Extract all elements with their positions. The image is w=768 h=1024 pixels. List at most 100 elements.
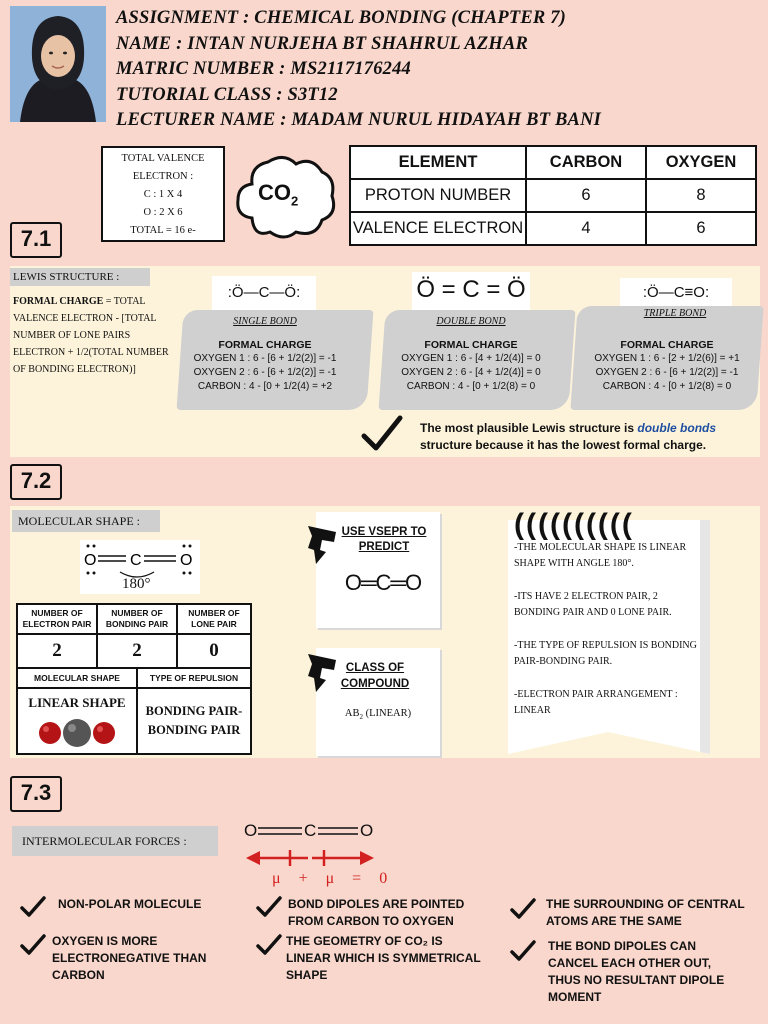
note-item: -ITS HAVE 2 ELECTRON PAIR, 2 BONDING PAI… — [514, 591, 672, 618]
svg-text:O: O — [180, 552, 192, 569]
check-icon — [510, 898, 536, 925]
single-bond-structure-box — [212, 276, 316, 310]
valence-line: ELECTRON : — [132, 171, 194, 182]
pushpin-icon — [306, 652, 340, 701]
valence-line: TOTAL VALENCE — [121, 153, 205, 164]
class-value: AB2 (LINEAR) — [330, 708, 426, 721]
cloud-label: CO — [258, 180, 291, 205]
lewis-structure-label: LEWIS STRUCTURE : — [10, 268, 150, 286]
co2-ball-model-icon — [39, 719, 115, 747]
single-bond-caption: SINGLE BOND — [233, 316, 297, 327]
check-icon — [20, 934, 46, 961]
fc-line: CARBON : 4 - [0 + 1/2(4) = +2 — [197, 381, 333, 392]
class-card — [316, 648, 440, 756]
class-value-post: (LINEAR) — [362, 708, 412, 719]
pushpin-icon — [306, 524, 340, 573]
table-row: 2 2 0 — [16, 633, 252, 669]
check-icon — [510, 940, 536, 967]
header-info: ASSIGNMENT : CHEMICAL BONDING (CHAPTER 7… — [116, 6, 756, 134]
fc-line: OXYGEN 2 : 6 - [4 + 1/2(4)] = 0 — [401, 367, 541, 378]
check-icon — [256, 896, 282, 923]
check-text: OXYGEN IS MORE ELECTRONEGATIVE THAN CARB… — [52, 934, 207, 982]
double-bond-formula: Ö = C = Ö — [416, 276, 526, 303]
molecular-shape-label: MOLECULAR SHAPE : — [12, 510, 160, 532]
table-header: CARBON — [525, 145, 647, 180]
co2-line-formula: O C O — [240, 818, 390, 848]
intermolecular-forces-label: INTERMOLECULAR FORCES : — [12, 826, 218, 856]
table-cell: LINEAR SHAPE — [16, 687, 138, 755]
check-icon — [20, 896, 46, 923]
note-item: -THE TYPE OF REPULSION IS BONDING PAIR-B… — [514, 640, 697, 667]
table-cell: 0 — [176, 633, 252, 669]
triple-bond-caption: TRIPLE BOND — [643, 308, 707, 319]
molecule-angle-diagram: O C O 180° — [80, 540, 200, 594]
table-cell: 2 — [16, 633, 98, 669]
valence-line: C : 1 X 4 — [143, 189, 183, 200]
vsepr-title: USE VSEPR TO PREDICT — [341, 526, 427, 553]
conclusion-emphasis: double bonds — [637, 421, 717, 435]
table-cell: 8 — [645, 178, 757, 213]
table-header: TYPE OF REPULSION — [136, 667, 252, 689]
header-assignment: ASSIGNMENT : CHEMICAL BONDING (CHAPTER 7… — [116, 8, 567, 28]
svg-text:C: C — [130, 552, 142, 569]
formal-charge-term: FORMAL CHARGE — [13, 296, 104, 307]
class-title: CLASS OF COMPOUND — [340, 662, 410, 690]
table-cell: 6 — [645, 211, 757, 246]
check-text: THE BOND DIPOLES CAN CANCEL EACH OTHER O… — [548, 939, 725, 1004]
single-bond-formal-charge: FORMAL CHARGE OXYGEN 1 : 6 - [6 + 1/2(2)… — [176, 338, 354, 394]
table-header: ELEMENT — [349, 145, 527, 180]
triple-bond-formula: :Ö—C≡O: — [642, 284, 710, 301]
single-bond-formula: :Ö—C—Ö: — [227, 284, 301, 301]
formal-charge-definition: FORMAL CHARGE = TOTAL VALENCE ELECTRON -… — [13, 293, 183, 378]
svg-text:O: O — [84, 552, 96, 569]
table-row: PROTON NUMBER 6 8 — [349, 178, 757, 213]
note-item: -ELECTRON PAIR ARRANGEMENT : LINEAR — [514, 689, 678, 716]
section-7-1-label: 7.1 — [10, 222, 62, 258]
cloud-icon — [236, 156, 336, 239]
table-header: OXYGEN — [645, 145, 757, 180]
vsepr-formula: O═C═O — [344, 570, 422, 595]
bond-angle: 180° — [122, 576, 151, 592]
triple-bond-structure-box — [620, 278, 732, 308]
conclusion-check-icon — [360, 414, 404, 459]
fc-line: OXYGEN 1 : 6 - [2 + 1/2(6)] = +1 — [594, 353, 740, 364]
fc-title: FORMAL CHARGE — [218, 339, 312, 351]
fc-line: OXYGEN 1 : 6 - [4 + 1/2(4)] = 0 — [401, 353, 541, 364]
double-bond-formal-charge: FORMAL CHARGE OXYGEN 1 : 6 - [4 + 1/2(4)… — [382, 338, 560, 394]
check-text: THE GEOMETRY OF CO₂ IS LINEAR WHICH IS S… — [286, 934, 481, 982]
formula-oxygen-2: O — [360, 821, 374, 840]
student-photo — [10, 6, 106, 122]
fc-line: CARBON : 4 - [0 + 1/2(8) = 0 — [602, 381, 732, 392]
fc-line: OXYGEN 1 : 6 - [6 + 1/2(2)] = -1 — [193, 353, 337, 364]
fc-title: FORMAL CHARGE — [424, 339, 518, 351]
section-7-2-label: 7.2 — [10, 464, 62, 500]
header-lecturer: LECTURER NAME : MADAM NURUL HIDAYAH BT B… — [116, 110, 602, 130]
conclusion-text: The most plausible Lewis structure is do… — [420, 420, 756, 454]
dipole-arrows — [244, 846, 376, 875]
molecular-shape-table: NUMBER OF ELECTRON PAIR NUMBER OF BONDIN… — [16, 603, 252, 669]
table-cell: 2 — [96, 633, 178, 669]
class-value-sub: 2 — [359, 713, 363, 722]
fc-title: FORMAL CHARGE — [620, 339, 714, 351]
spiral-binding-icon: (((((((((( — [514, 508, 634, 541]
formula-oxygen-1: O — [244, 821, 258, 840]
notes-list: -THE MOLECULAR SHAPE IS LINEAR SHAPE WIT… — [514, 540, 700, 719]
triple-bond-formal-charge: FORMAL CHARGE OXYGEN 1 : 6 - [2 + 1/2(6)… — [574, 338, 760, 394]
table-cell: VALENCE ELECTRON — [349, 211, 527, 246]
formal-charge-text: = TOTAL VALENCE ELECTRON - [TOTAL NUMBER… — [13, 296, 169, 375]
double-bond-structure-box — [412, 272, 530, 312]
table-header: NUMBER OF LONE PAIR — [176, 603, 252, 635]
conclusion-pre: The most plausible Lewis structure is — [420, 421, 638, 435]
fc-line: OXYGEN 2 : 6 - [6 + 1/2(2)] = -1 — [595, 367, 739, 378]
formula-carbon: C — [304, 821, 317, 840]
cloud-sub: 2 — [291, 193, 299, 209]
note-item: -THE MOLECULAR SHAPE IS LINEAR SHAPE WIT… — [514, 542, 687, 569]
header-tutorial: TUTORIAL CLASS : S3T12 — [116, 84, 338, 105]
header-name: NAME : INTAN NURJEHA BT SHAHRUL AZHAR — [116, 33, 529, 54]
table-header: NUMBER OF ELECTRON PAIR — [16, 603, 98, 635]
class-value-pre: AB — [344, 708, 360, 719]
table-cell: 4 — [525, 211, 647, 246]
check-text: BOND DIPOLES ARE POINTED FROM CARBON TO … — [288, 897, 465, 928]
section-7-3-label: 7.3 — [10, 776, 62, 812]
element-table: ELEMENT CARBON OXYGEN PROTON NUMBER 6 8 … — [349, 145, 757, 246]
